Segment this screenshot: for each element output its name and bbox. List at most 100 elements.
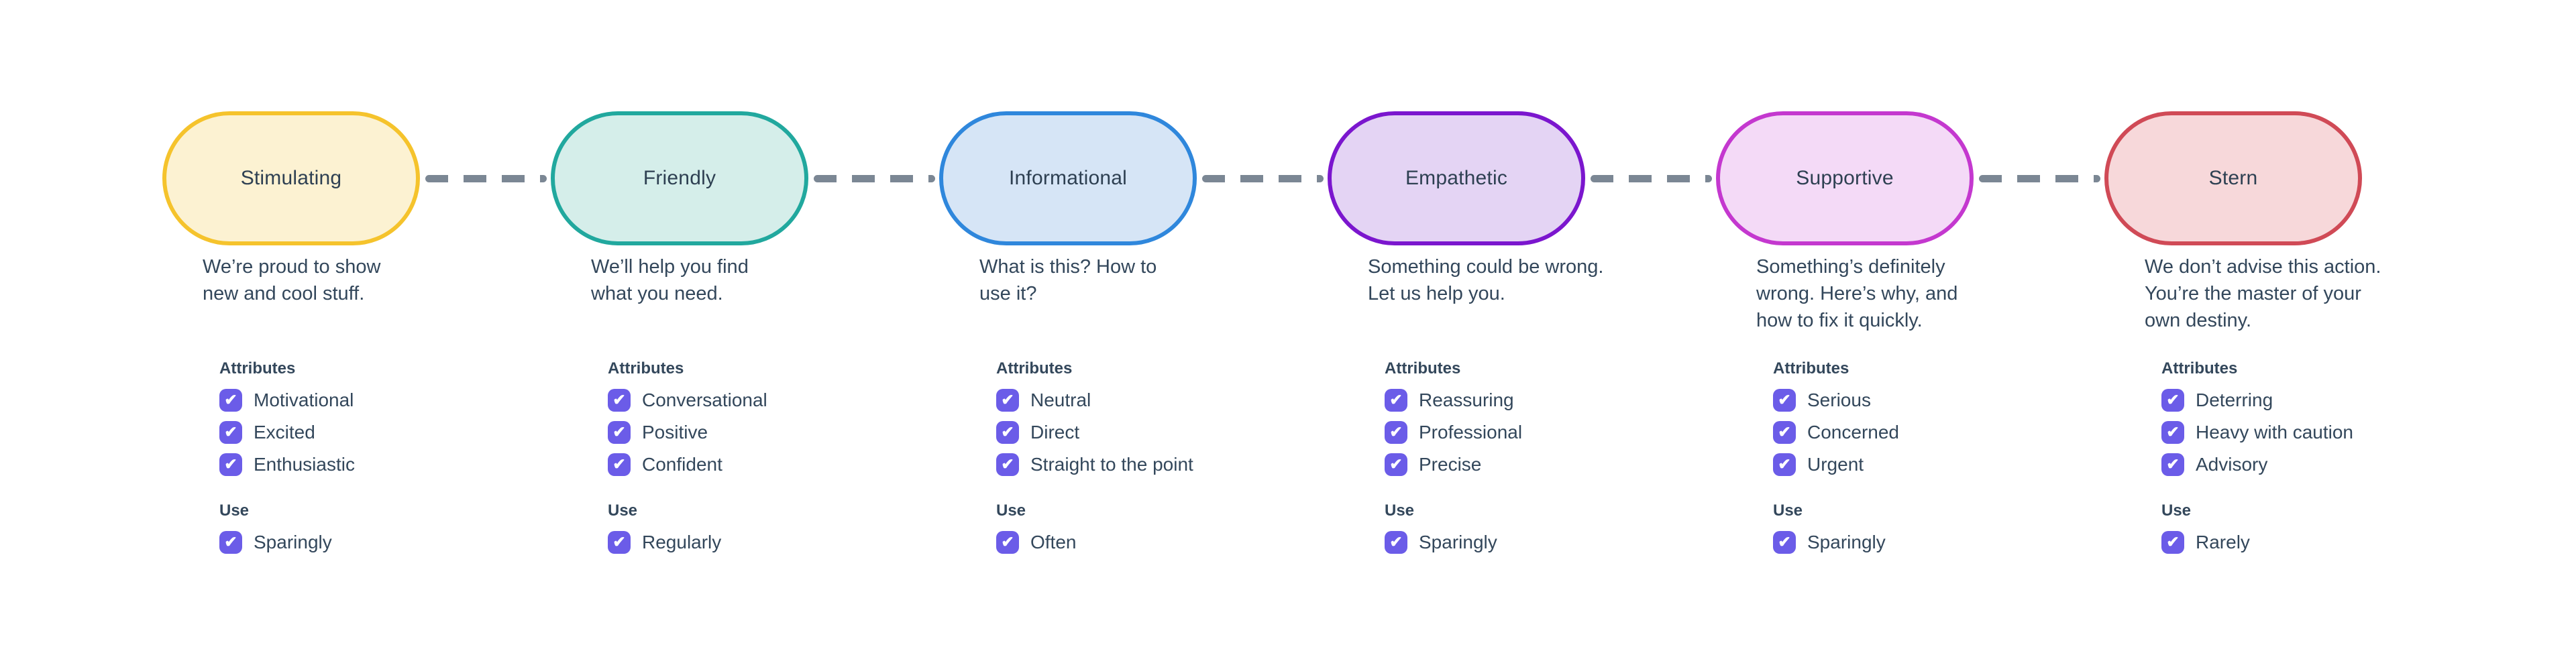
use-checkbox-row[interactable]: ✔ Sparingly	[1773, 531, 1899, 554]
use-checkbox-row[interactable]: ✔ Often	[996, 531, 1193, 554]
use-label: Sparingly	[1807, 532, 1886, 552]
checkbox-checked-icon[interactable]: ✔	[996, 531, 1019, 554]
checkbox-checked-icon[interactable]: ✔	[1773, 531, 1796, 554]
use-checkbox-row[interactable]: ✔ Sparingly	[219, 531, 355, 554]
check-mark-icon: ✔	[224, 455, 237, 473]
tone-column-empathetic: Empathetic Something could be wrong. Let…	[1328, 0, 1716, 649]
attribute-checkbox-row[interactable]: ✔ Excited	[219, 421, 355, 444]
checkbox-checked-icon[interactable]: ✔	[996, 421, 1019, 444]
checkbox-checked-icon[interactable]: ✔	[1773, 453, 1796, 476]
use-heading: Use	[219, 501, 250, 520]
tone-node: Supportive	[1716, 111, 1974, 245]
use-checkbox-row[interactable]: ✔ Rarely	[2161, 531, 2353, 554]
checkbox-checked-icon[interactable]: ✔	[996, 389, 1019, 412]
checkbox-checked-icon[interactable]: ✔	[1773, 421, 1796, 444]
check-mark-icon: ✔	[2166, 390, 2180, 408]
checkbox-checked-icon[interactable]: ✔	[1385, 421, 1407, 444]
attribute-label: Neutral	[1030, 390, 1091, 410]
tone-node-label: Stern	[2208, 167, 2258, 189]
use-label: Sparingly	[254, 532, 332, 552]
tone-node: Empathetic	[1328, 111, 1585, 245]
tone-column-supportive: Supportive Something’s definitely wrong.…	[1716, 0, 2104, 649]
use-label: Sparingly	[1419, 532, 1497, 552]
checkbox-checked-icon[interactable]: ✔	[996, 453, 1019, 476]
attribute-checkbox-row[interactable]: ✔ Advisory	[2161, 453, 2353, 476]
attribute-label: Enthusiastic	[254, 454, 355, 475]
use-section: Use ✔ Rarely	[2161, 501, 2353, 554]
use-section: Use ✔ Sparingly	[1385, 501, 1522, 554]
tone-column-friendly: Friendly We’ll help you find what you ne…	[551, 0, 939, 649]
checkbox-checked-icon[interactable]: ✔	[1773, 389, 1796, 412]
attribute-label: Serious	[1807, 390, 1871, 410]
attribute-checkbox-row[interactable]: ✔ Deterring	[2161, 389, 2353, 412]
attributes-heading: Attributes	[996, 359, 1073, 377]
attribute-label: Urgent	[1807, 454, 1864, 475]
attribute-checkbox-row[interactable]: ✔ Precise	[1385, 453, 1522, 476]
attributes-heading: Attributes	[2161, 359, 2238, 377]
tone-node-label: Empathetic	[1405, 167, 1508, 189]
use-heading: Use	[1773, 501, 1803, 520]
attribute-checkbox-row[interactable]: ✔ Serious	[1773, 389, 1899, 412]
checkbox-checked-icon[interactable]: ✔	[1385, 453, 1407, 476]
attribute-label: Concerned	[1807, 422, 1899, 442]
attribute-label: Direct	[1030, 422, 1080, 442]
attribute-checkbox-row[interactable]: ✔ Enthusiastic	[219, 453, 355, 476]
attributes-heading: Attributes	[608, 359, 684, 377]
tone-description: We’ll help you find what you need.	[591, 256, 749, 304]
attribute-checkbox-row[interactable]: ✔ Neutral	[996, 389, 1193, 412]
use-section: Use ✔ Sparingly	[219, 501, 355, 554]
checkbox-checked-icon[interactable]: ✔	[219, 453, 242, 476]
attribute-checkbox-row[interactable]: ✔ Conversational	[608, 389, 767, 412]
attribute-label: Reassuring	[1419, 390, 1514, 410]
attribute-label: Conversational	[642, 390, 767, 410]
check-mark-icon: ✔	[1001, 390, 1014, 408]
check-mark-icon: ✔	[1001, 422, 1014, 440]
checkbox-checked-icon[interactable]: ✔	[2161, 421, 2184, 444]
tone-node-label: Stimulating	[240, 167, 342, 189]
checkbox-checked-icon[interactable]: ✔	[2161, 531, 2184, 554]
check-mark-icon: ✔	[2166, 455, 2180, 473]
checkbox-checked-icon[interactable]: ✔	[608, 531, 631, 554]
checkbox-checked-icon[interactable]: ✔	[608, 453, 631, 476]
attribute-label: Straight to the point	[1030, 454, 1193, 475]
attribute-checkbox-row[interactable]: ✔ Reassuring	[1385, 389, 1522, 412]
attribute-label: Positive	[642, 422, 708, 442]
check-mark-icon: ✔	[612, 422, 626, 440]
check-mark-icon: ✔	[1778, 532, 1791, 550]
checkbox-checked-icon[interactable]: ✔	[1385, 531, 1407, 554]
attribute-label: Heavy with caution	[2196, 422, 2354, 442]
attribute-checkbox-row[interactable]: ✔ Urgent	[1773, 453, 1899, 476]
attribute-checkbox-row[interactable]: ✔ Direct	[996, 421, 1193, 444]
check-mark-icon: ✔	[1389, 422, 1403, 440]
attribute-checkbox-row[interactable]: ✔ Straight to the point	[996, 453, 1193, 476]
check-mark-icon: ✔	[1389, 532, 1403, 550]
checkbox-checked-icon[interactable]: ✔	[608, 389, 631, 412]
check-mark-icon: ✔	[2166, 532, 2180, 550]
check-mark-icon: ✔	[1001, 455, 1014, 473]
attribute-checkbox-row[interactable]: ✔ Confident	[608, 453, 767, 476]
checkbox-checked-icon[interactable]: ✔	[219, 531, 242, 554]
checkbox-checked-icon[interactable]: ✔	[608, 421, 631, 444]
attribute-checkbox-row[interactable]: ✔ Motivational	[219, 389, 355, 412]
check-mark-icon: ✔	[224, 532, 237, 550]
tone-node-label: Informational	[1008, 167, 1128, 189]
checkbox-checked-icon[interactable]: ✔	[219, 389, 242, 412]
tone-description: We don’t advise this action. You’re the …	[2145, 256, 2381, 331]
checkbox-checked-icon[interactable]: ✔	[2161, 389, 2184, 412]
check-mark-icon: ✔	[612, 390, 626, 408]
checkbox-checked-icon[interactable]: ✔	[219, 421, 242, 444]
use-checkbox-row[interactable]: ✔ Regularly	[608, 531, 767, 554]
attribute-checkbox-row[interactable]: ✔ Positive	[608, 421, 767, 444]
checkbox-checked-icon[interactable]: ✔	[2161, 453, 2184, 476]
attribute-checkbox-row[interactable]: ✔ Heavy with caution	[2161, 421, 2353, 444]
use-checkbox-row[interactable]: ✔ Sparingly	[1385, 531, 1522, 554]
attribute-checkbox-row[interactable]: ✔ Concerned	[1773, 421, 1899, 444]
attributes-heading: Attributes	[219, 359, 296, 377]
tone-node: Friendly	[551, 111, 808, 245]
attribute-checkbox-row[interactable]: ✔ Professional	[1385, 421, 1522, 444]
tone-description: What is this? How to use it?	[979, 256, 1157, 304]
use-section: Use ✔ Regularly	[608, 501, 767, 554]
attributes-section: Attributes ✔ Neutral ✔ Direct ✔ Straight…	[996, 359, 1193, 563]
checkbox-checked-icon[interactable]: ✔	[1385, 389, 1407, 412]
